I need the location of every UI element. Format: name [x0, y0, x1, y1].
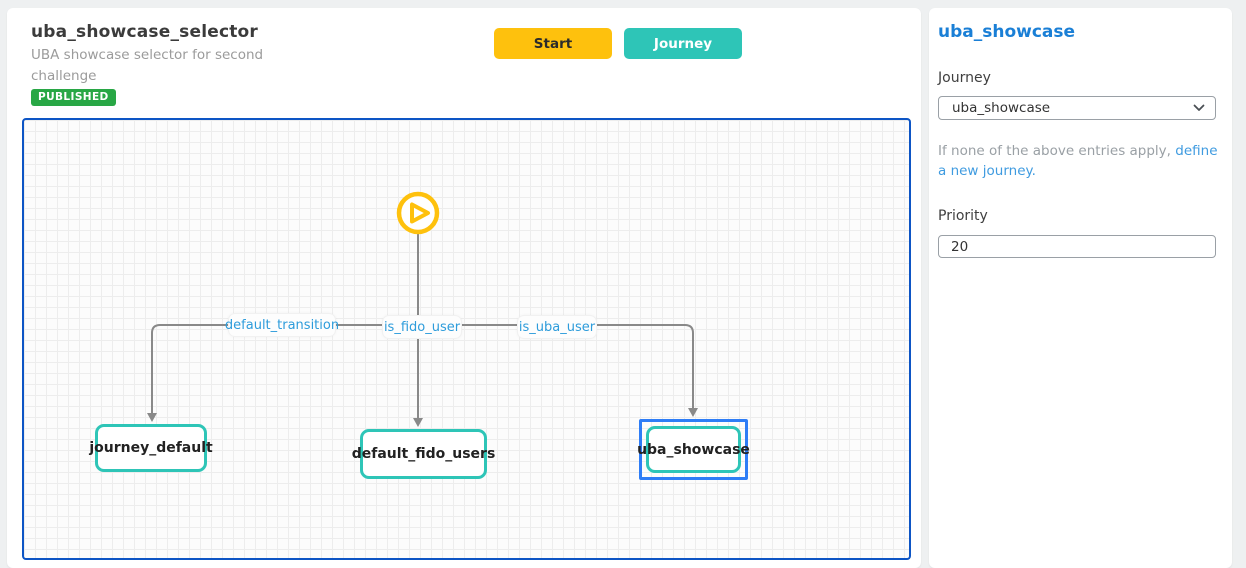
- start-node-play-icon[interactable]: [396, 191, 440, 235]
- define-new-journey-link[interactable]: define a new journey.: [938, 143, 1218, 179]
- flow-title: uba_showcase_selector: [31, 22, 259, 42]
- help-text-prefix: If none of the above entries apply,: [938, 143, 1176, 159]
- node-default-fido-users[interactable]: default_fido_users: [352, 429, 495, 479]
- arrowhead-icon: [147, 413, 157, 422]
- status-badge: PUBLISHED: [31, 89, 116, 106]
- flow-editor-card: uba_showcase_selector UBA showcase selec…: [7, 8, 921, 568]
- journey-button[interactable]: Journey: [624, 28, 742, 59]
- priority-field-label: Priority: [938, 208, 988, 224]
- transition-label-is-uba-user[interactable]: is_uba_user: [517, 315, 597, 339]
- journey-help-text: If none of the above entries apply, defi…: [938, 141, 1223, 181]
- arrowhead-icon: [413, 418, 423, 427]
- flow-connectors: [147, 234, 698, 427]
- properties-panel: uba_showcase Journey uba_showcase If non…: [929, 8, 1232, 568]
- flow-description: UBA showcase selector for second challen…: [31, 47, 264, 84]
- node-uba-showcase[interactable]: uba_showcase: [637, 426, 750, 473]
- journey-select-value: uba_showcase: [952, 100, 1051, 116]
- node-journey-default[interactable]: journey_default: [89, 424, 213, 472]
- panel-title: uba_showcase: [938, 22, 1076, 42]
- flow-canvas[interactable]: default_transition is_fido_user is_uba_u…: [22, 118, 911, 560]
- start-button[interactable]: Start: [494, 28, 612, 59]
- transition-label-is-fido-user[interactable]: is_fido_user: [382, 315, 462, 339]
- priority-input[interactable]: [938, 235, 1216, 258]
- journey-field-label: Journey: [938, 70, 991, 86]
- arrowhead-icon: [688, 408, 698, 417]
- node-uba-showcase-selected[interactable]: uba_showcase: [637, 419, 750, 480]
- chevron-down-icon: [1193, 104, 1205, 111]
- connector-to-journey-default: [151, 324, 418, 413]
- connector-to-uba-showcase: [418, 324, 694, 408]
- transition-label-default-transition[interactable]: default_transition: [225, 313, 339, 337]
- journey-select[interactable]: uba_showcase: [938, 96, 1216, 120]
